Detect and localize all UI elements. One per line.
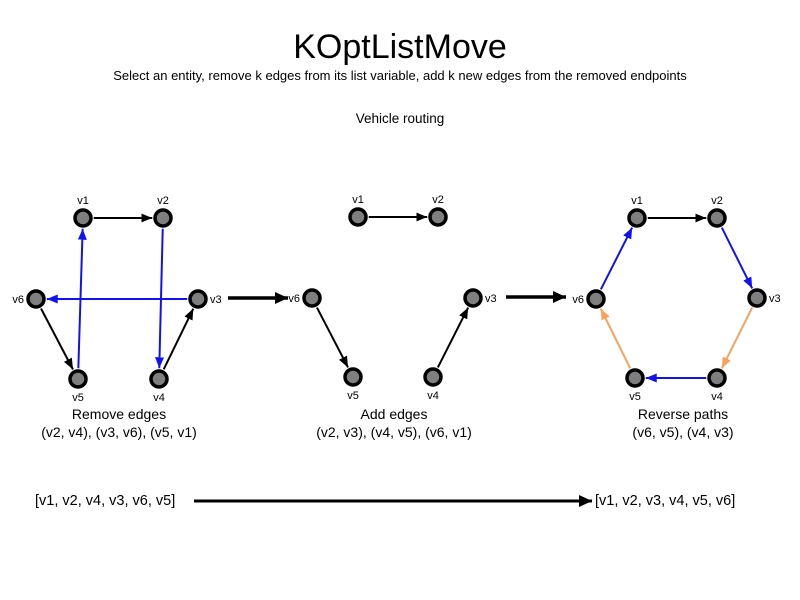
reverse-paths-node-label-v6: v6 [572, 294, 584, 306]
remove-edges-node-v6 [26, 289, 46, 309]
reverse-paths-node-v6 [586, 289, 606, 309]
reverse-paths-node-label-v1: v1 [631, 195, 643, 207]
reverse-paths-node-v3 [747, 288, 767, 308]
add-edges-node-label-v5: v5 [347, 390, 359, 402]
add-edges-edge-v4-v3 [436, 307, 470, 368]
reverse-paths-edge-v2-v3 [720, 227, 754, 289]
add-edges-node-label-v4: v4 [427, 390, 439, 402]
reverse-paths-node-label-v3: v3 [769, 293, 781, 305]
reverse-paths-node-v5 [625, 368, 645, 388]
add-edges-node-label-v3: v3 [485, 293, 497, 305]
caption-remove-edges: Remove edges (v2, v4), (v3, v6), (v5, v1… [41, 405, 197, 441]
remove-edges-node-v3 [188, 289, 208, 309]
add-edges-node-v2 [428, 207, 448, 227]
caption-add-edges-detail: (v2, v3), (v4, v5), (v6, v1) [316, 424, 472, 440]
page-subtitle: Select an entity, remove k edges from it… [113, 68, 687, 83]
remove-edges-node-v2 [153, 208, 173, 228]
section-label-vehicle-routing: Vehicle routing [355, 111, 445, 126]
reverse-paths-node-v1 [627, 208, 647, 228]
remove-edges-node-label-v6: v6 [12, 294, 24, 306]
reverse-paths-node-label-v2: v2 [711, 195, 723, 207]
remove-edges-edge-v5-v1 [77, 228, 87, 369]
add-edges-node-label-v1: v1 [352, 194, 364, 206]
remove-edges-node-v4 [149, 369, 169, 389]
remove-edges-node-label-v1: v1 [77, 195, 89, 207]
caption-reverse-paths: Reverse paths (v6, v5), (v4, v3) [632, 405, 733, 441]
add-edges-node-label-v2: v2 [432, 194, 444, 206]
remove-edges-edge-v6-v5 [40, 308, 74, 370]
list-before: [v1, v2, v4, v3, v6, v5] [35, 493, 176, 509]
remove-edges-node-label-v3: v3 [210, 294, 222, 306]
add-edges-node-v5 [343, 367, 363, 387]
add-edges-node-v4 [423, 367, 443, 387]
reverse-paths-node-label-v5: v5 [629, 391, 641, 403]
caption-reverse-paths-title: Reverse paths [637, 406, 729, 422]
reverse-paths-node-label-v4: v4 [711, 391, 723, 403]
remove-edges-edge-v4-v3 [162, 308, 195, 370]
reverse-paths-edge-v6-v1 [599, 227, 634, 290]
add-edges-node-label-v6: v6 [288, 293, 300, 305]
caption-add-edges: Add edges (v2, v3), (v4, v5), (v6, v1) [316, 405, 472, 441]
add-edges-node-v3 [463, 288, 483, 308]
caption-remove-edges-title: Remove edges [71, 406, 167, 422]
reverse-paths-node-v2 [707, 208, 727, 228]
reverse-paths-edge-v3-v4 [720, 307, 754, 369]
add-edges-node-v6 [302, 288, 322, 308]
reverse-paths-node-v4 [707, 368, 727, 388]
add-edges-edge-v6-v5 [316, 307, 349, 368]
list-after: [v1, v2, v3, v4, v5, v6] [595, 493, 736, 509]
remove-edges-node-v1 [73, 208, 93, 228]
remove-edges-node-v5 [68, 369, 88, 389]
caption-remove-edges-detail: (v2, v4), (v3, v6), (v5, v1) [41, 424, 197, 440]
remove-edges-node-label-v4: v4 [153, 392, 165, 404]
add-edges-node-v1 [348, 207, 368, 227]
remove-edges-node-label-v2: v2 [157, 195, 169, 207]
remove-edges-node-label-v5: v5 [72, 392, 84, 404]
caption-add-edges-title: Add edges [360, 406, 428, 422]
reverse-paths-edge-v5-v6 [599, 308, 632, 369]
page-title: KOptListMove [293, 28, 507, 66]
caption-reverse-paths-detail: (v6, v5), (v4, v3) [632, 424, 734, 440]
